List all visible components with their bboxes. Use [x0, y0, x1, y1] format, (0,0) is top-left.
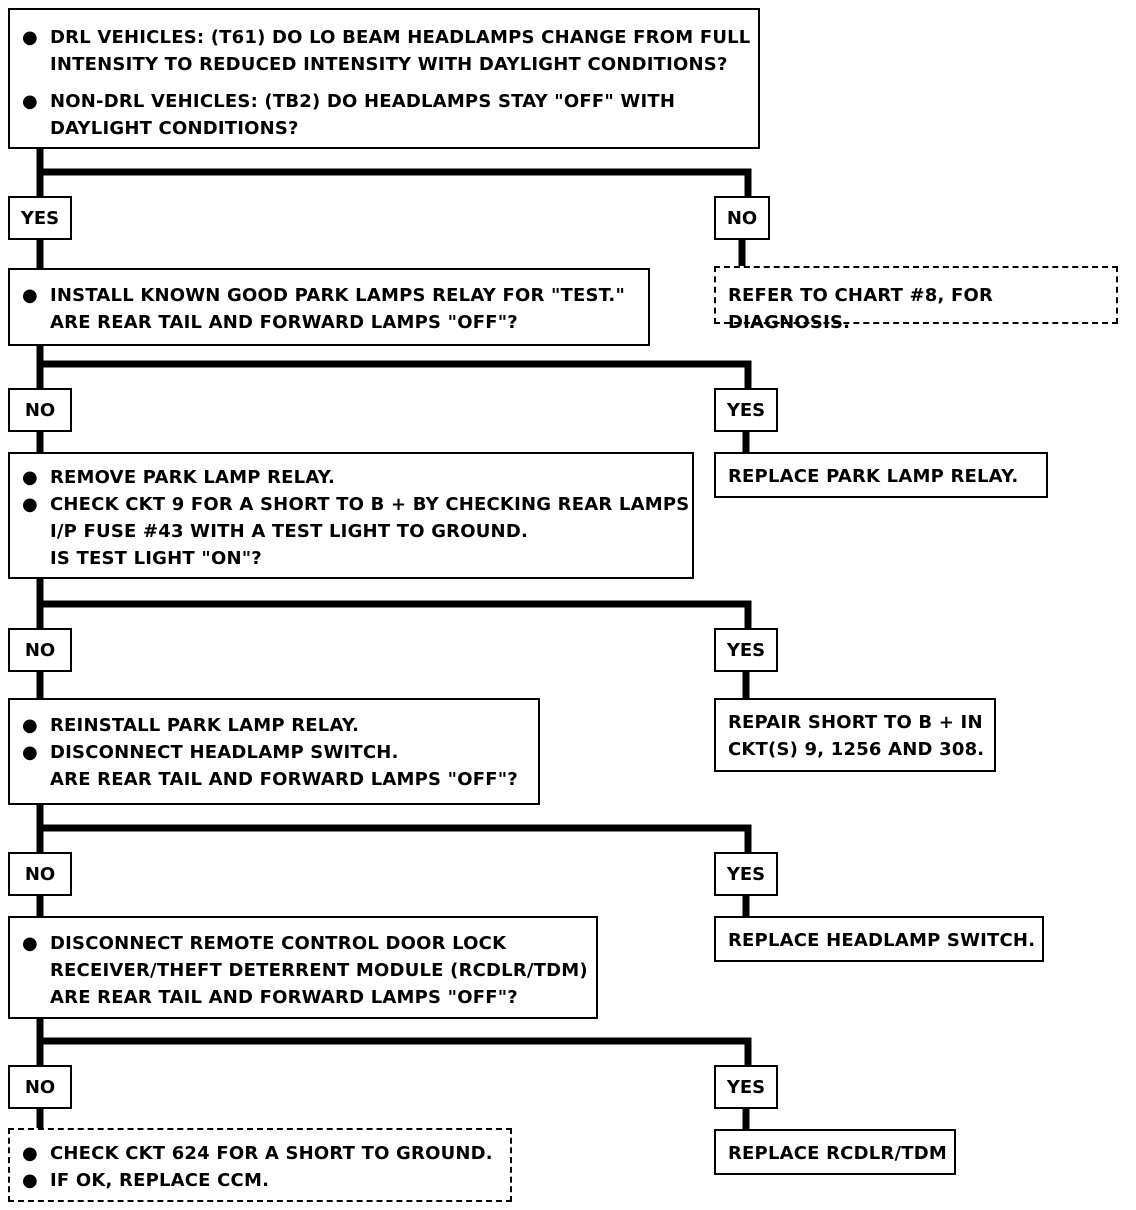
yes-label: YES	[714, 388, 778, 432]
item-text: CHECK CKT 624 FOR A SHORT TO GROUND.	[50, 1143, 493, 1164]
yes-label: YES	[714, 628, 778, 672]
bullet-item: ● IF OK, REPLACE CCM.	[10, 1167, 510, 1194]
bullet-icon: ●	[22, 933, 38, 954]
bullet-icon: ●	[22, 494, 38, 515]
question-box-check-ckt-9: ● REMOVE PARK LAMP RELAY. ● CHECK CKT 9 …	[8, 452, 694, 579]
bullet-icon: ●	[22, 1143, 38, 1164]
result-text: REPLACE HEADLAMP SWITCH.	[728, 930, 1036, 951]
bullet-item: ● DISCONNECT HEADLAMP SWITCH. ARE REAR T…	[10, 739, 538, 793]
bullet-icon: ●	[22, 27, 38, 48]
bullet-item: ● CHECK CKT 624 FOR A SHORT TO GROUND.	[10, 1140, 510, 1167]
result-text: REPLACE PARK LAMP RELAY.	[728, 466, 1019, 487]
item-text: REINSTALL PARK LAMP RELAY.	[50, 715, 360, 736]
no-label: NO	[8, 852, 72, 896]
question-box-disconnect-rcdlr-tdm: ● DISCONNECT REMOTE CONTROL DOOR LOCK RE…	[8, 916, 598, 1019]
no-label: NO	[8, 388, 72, 432]
result-text: REFER TO CHART #8, FOR DIAGNOSIS.	[728, 285, 994, 333]
no-label: NO	[8, 1065, 72, 1109]
item-text: CHECK CKT 9 FOR A SHORT TO B + BY CHECKI…	[50, 494, 690, 569]
bullet-icon: ●	[22, 1170, 38, 1191]
result-text: REPAIR SHORT TO B + IN CKT(S) 9, 1256 AN…	[728, 712, 985, 760]
result-text: REPLACE RCDLR/TDM	[728, 1143, 947, 1164]
no-label: NO	[714, 196, 770, 240]
final-box-check-ckt-624: ● CHECK CKT 624 FOR A SHORT TO GROUND. ●…	[8, 1128, 512, 1202]
yes-label: YES	[8, 196, 72, 240]
question-box-park-lamps-relay: ● INSTALL KNOWN GOOD PARK LAMPS RELAY FO…	[8, 268, 650, 346]
bullet-icon: ●	[22, 467, 38, 488]
bullet-item: ● REMOVE PARK LAMP RELAY.	[10, 464, 692, 491]
bullet-item: ● DRL VEHICLES: (T61) DO LO BEAM HEADLAM…	[10, 24, 758, 78]
bullet-item: ● CHECK CKT 9 FOR A SHORT TO B + BY CHEC…	[10, 491, 692, 572]
bullet-item: ● INSTALL KNOWN GOOD PARK LAMPS RELAY FO…	[10, 282, 648, 336]
item-text: REMOVE PARK LAMP RELAY.	[50, 467, 336, 488]
bullet-icon: ●	[22, 285, 38, 306]
result-box-refer-chart-8: REFER TO CHART #8, FOR DIAGNOSIS.	[714, 266, 1118, 333]
bullet-icon: ●	[22, 742, 38, 763]
yes-label: YES	[714, 852, 778, 896]
item-text: DISCONNECT HEADLAMP SWITCH. ARE REAR TAI…	[50, 742, 518, 790]
bullet-item: ● REINSTALL PARK LAMP RELAY.	[10, 712, 538, 739]
result-box-repair-short: REPAIR SHORT TO B + IN CKT(S) 9, 1256 AN…	[714, 698, 996, 772]
bullet-icon: ●	[22, 91, 38, 112]
bullet-item: ● DISCONNECT REMOTE CONTROL DOOR LOCK RE…	[10, 930, 596, 1011]
question-box-disconnect-headlamp-switch: ● REINSTALL PARK LAMP RELAY. ● DISCONNEC…	[8, 698, 540, 805]
yes-label: YES	[714, 1065, 778, 1109]
bullet-item: ● NON-DRL VEHICLES: (TB2) DO HEADLAMPS S…	[10, 88, 758, 142]
result-box-replace-headlamp-switch: REPLACE HEADLAMP SWITCH.	[714, 916, 1044, 962]
item-text: DISCONNECT REMOTE CONTROL DOOR LOCK RECE…	[50, 933, 588, 1008]
question-box-daylight-headlamps: ● DRL VEHICLES: (T61) DO LO BEAM HEADLAM…	[8, 8, 760, 149]
item-text: NON-DRL VEHICLES: (TB2) DO HEADLAMPS STA…	[50, 91, 676, 139]
result-box-replace-park-lamp-relay: REPLACE PARK LAMP RELAY.	[714, 452, 1048, 498]
item-text: IF OK, REPLACE CCM.	[50, 1170, 270, 1191]
item-text: INSTALL KNOWN GOOD PARK LAMPS RELAY FOR …	[50, 285, 626, 333]
result-box-replace-rcdlr-tdm: REPLACE RCDLR/TDM	[714, 1129, 956, 1175]
no-label: NO	[8, 628, 72, 672]
item-text: DRL VEHICLES: (T61) DO LO BEAM HEADLAMPS…	[50, 27, 751, 75]
bullet-icon: ●	[22, 715, 38, 736]
